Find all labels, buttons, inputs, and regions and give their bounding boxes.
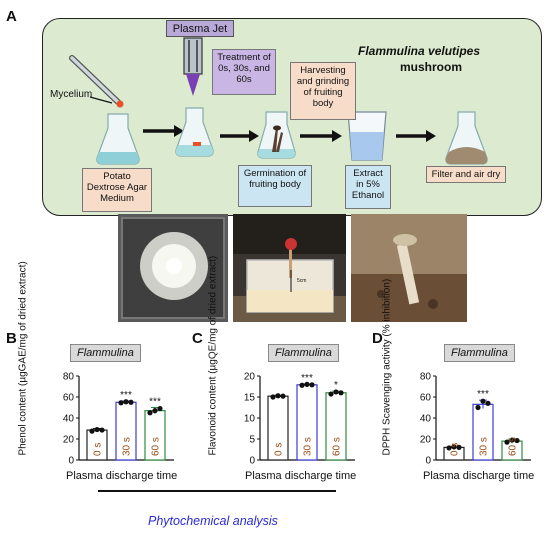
y-tick-label: 15 [244, 393, 256, 404]
flask-icon [175, 107, 214, 157]
y-tick-label: 60 [420, 393, 432, 404]
panel-letter-a: A [6, 8, 17, 25]
growth-box-photo: 5cm [233, 214, 346, 322]
extract-label: Extract in 5% Ethanol [345, 165, 391, 209]
y-tick-label: 0 [68, 456, 74, 467]
y-tick-label: 10 [244, 414, 256, 425]
flavonoid-chart: 0 5 10 15 20 0 s 30 s *** 60 s * [244, 372, 355, 467]
data-point [456, 444, 462, 450]
data-point [504, 439, 510, 445]
bar-label: 60 s [151, 437, 162, 456]
medium-label: Potato Dextrose Agar Medium [82, 168, 152, 212]
dpph-chart: 0 20 40 60 80 0 s 30 s *** 60 s [420, 372, 531, 467]
plasma-jet-icon [183, 37, 203, 96]
scale-label: 5cm [297, 278, 307, 284]
ylabel-flavonoid: Flavonoid content (µgQE/mg of dried extr… [207, 255, 219, 456]
pipette-icon [69, 55, 124, 108]
flask-icon [445, 111, 488, 165]
phenol-chart: 0 20 40 60 80 0 s 30 s *** 60 s *** [63, 372, 174, 467]
mushroom-label: mushroom [400, 60, 463, 74]
data-point [475, 404, 481, 411]
xlabel-dpph: Plasma discharge time [423, 470, 535, 482]
germination-label: Germination of fruiting body [238, 165, 312, 207]
data-point [128, 399, 134, 405]
y-tick-label: 40 [420, 414, 432, 425]
data-point [480, 398, 486, 404]
significance-label: *** [301, 373, 313, 384]
data-point [333, 389, 339, 395]
data-point [309, 382, 315, 388]
bar-label: 0 s [93, 443, 104, 456]
data-point [123, 399, 129, 405]
y-tick-label: 20 [420, 435, 432, 446]
mycelium-label: Mycelium [50, 89, 93, 100]
y-tick-label: 20 [63, 435, 75, 446]
flask-icon [257, 111, 296, 159]
y-tick-label: 80 [63, 372, 75, 383]
bar-label: 60 s [508, 437, 519, 456]
bar-label: 30 s [479, 437, 490, 456]
data-point [509, 437, 515, 443]
y-tick-label: 5 [249, 435, 255, 446]
chart-title-dpph: Flammulina [444, 344, 515, 362]
data-point [275, 393, 281, 399]
beaker-icon [347, 111, 387, 161]
workflow-illustration [69, 37, 488, 165]
data-point [280, 393, 286, 399]
bar-label: 0 s [274, 443, 285, 456]
significance-label: *** [149, 397, 161, 408]
data-point [157, 405, 163, 412]
data-point [94, 426, 100, 433]
treatment-label: Treatment of 0s, 30s, and 60s [212, 49, 276, 95]
data-point [147, 410, 153, 416]
data-point [99, 427, 105, 433]
bar-label: 0 s [450, 443, 461, 456]
data-point [118, 400, 124, 406]
y-tick-label: 60 [63, 393, 75, 404]
y-tick-label: 40 [63, 414, 75, 425]
panel-letter-d: D [372, 330, 383, 347]
significance-label: *** [120, 390, 132, 401]
data-point [270, 394, 276, 400]
significance-label: * [334, 380, 338, 391]
data-point [304, 381, 310, 387]
y-tick-label: 0 [249, 456, 255, 467]
data-point [89, 428, 95, 434]
mycelium-pointer [89, 96, 113, 104]
data-point [152, 408, 158, 414]
flask-icon [96, 113, 140, 165]
mushroom-photo [351, 214, 467, 322]
chart-title-phenol: Flammulina [70, 344, 141, 362]
filter-label: Filter and air dry [426, 166, 506, 183]
bar-label: 30 s [122, 437, 133, 456]
xlabel-flavonoid: Plasma discharge time [245, 470, 357, 482]
data-point [514, 437, 520, 444]
panel-letter-b: B [6, 330, 17, 347]
significance-label: *** [477, 389, 489, 400]
xlabel-phenol: Plasma discharge time [66, 470, 178, 482]
bar-label: 30 s [303, 437, 314, 456]
y-tick-label: 20 [244, 372, 256, 383]
bar-label: 60 s [332, 437, 343, 456]
data-point [328, 391, 334, 397]
y-tick-label: 80 [420, 372, 432, 383]
ylabel-phenol: Phenol content (µgGAE/mg of dried extrac… [17, 261, 29, 456]
section-divider [98, 490, 336, 492]
data-point [451, 444, 457, 450]
petri-dish-photo [118, 214, 228, 322]
chart-title-flavonoid: Flammulina [268, 344, 339, 362]
data-point [338, 390, 344, 396]
y-tick-label: 0 [425, 456, 431, 467]
data-point [485, 400, 491, 406]
harvest-label: Harvesting and grinding of fruiting body [290, 62, 356, 120]
data-point [446, 445, 452, 451]
panel-letter-c: C [192, 330, 203, 347]
plasma-jet-label: Plasma Jet [166, 20, 234, 37]
ylabel-dpph: DPPH Scavenging activity (% inhibition) [381, 278, 393, 456]
section-label: Phytochemical analysis [148, 514, 278, 528]
species-title: Flammulina velutipes [358, 44, 481, 58]
data-point [299, 382, 305, 388]
